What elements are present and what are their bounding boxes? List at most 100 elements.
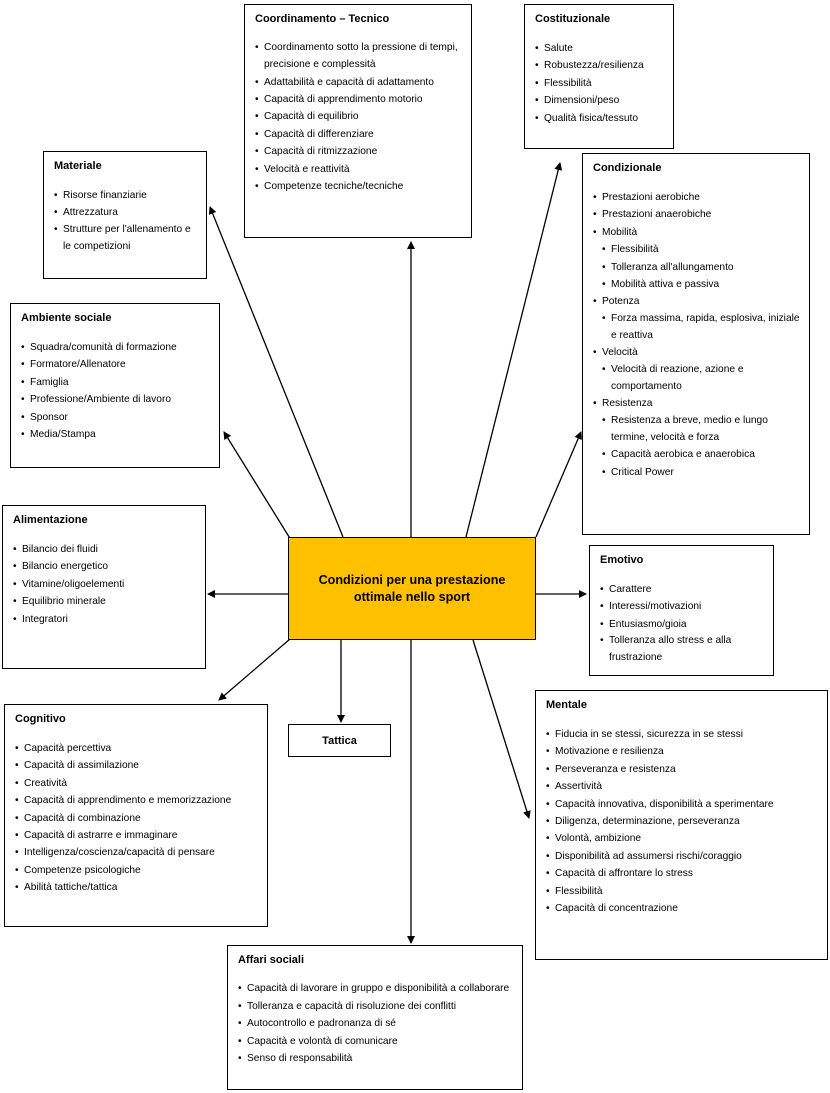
central-title: Condizioni per una prestazione ottimale … <box>318 572 506 604</box>
box-title: Emotivo <box>600 554 644 566</box>
list-item: Tolleranza all'allungamento <box>602 259 801 277</box>
list-item: Critical Power <box>602 464 801 482</box>
list-item: Intelligenza/coscienza/capacità di pensa… <box>15 844 259 862</box>
list-item: Capacità aerobica e anaerobica <box>602 446 801 464</box>
mentale-box: Mentale Fiducia in se stessi, sicurezza … <box>535 690 828 960</box>
arrow-to-condizionale <box>535 431 582 538</box>
costituzionale-box: Costituzionale Salute Robustezza/resilie… <box>524 4 674 149</box>
list-item: Capacità di assimilazione <box>15 757 259 775</box>
list-item: Competenze psicologiche <box>15 862 259 880</box>
list-item: Volontà, ambizione <box>546 830 819 848</box>
box-title: Condizionale <box>593 162 662 174</box>
list-item: Capacità percettiva <box>15 740 259 758</box>
list-item: Senso di responsabilità <box>238 1050 514 1068</box>
list-item: Abilità tattiche/tattica <box>15 879 259 897</box>
list-item: Velocità e reattività <box>255 161 463 179</box>
box-title: Costituzionale <box>535 13 611 25</box>
list-item: Qualità fisica/tessuto <box>535 110 665 128</box>
coordinamento-box: Coordinamento – Tecnico Coordinamento so… <box>244 4 472 238</box>
list-item: Capacità di equilibrio <box>255 108 463 126</box>
tattica-label: Tattica <box>322 734 357 747</box>
list-item: Capacità innovativa, disponibilità a spe… <box>546 796 819 814</box>
list-item: Vitamine/oligoelementi <box>13 576 197 594</box>
list-item: Capacità di apprendimento motorio <box>255 91 463 109</box>
central-node: Condizioni per una prestazione ottimale … <box>288 537 536 640</box>
list-item: Potenza <box>593 293 801 311</box>
list-item: Creatività <box>15 775 259 793</box>
arrow-to-ambiente <box>223 431 292 541</box>
list-item: Capacità e volontà di comunicare <box>238 1033 514 1051</box>
list-item: Capacità di combinazione <box>15 810 259 828</box>
list-item: Capacità di ritmizzazione <box>255 143 463 161</box>
list-item: Flessibilità <box>535 75 665 93</box>
list-item: Capacità di differenziare <box>255 126 463 144</box>
list-item: Prestazioni aerobiche <box>593 189 801 207</box>
list-item: Interessi/motivazioni <box>600 598 765 616</box>
list-item: Competenze tecniche/tecniche <box>255 178 463 196</box>
box-title: Alimentazione <box>13 514 88 526</box>
arrow-to-costituzionale <box>465 162 563 538</box>
list-item: Professione/Ambiente di lavoro <box>21 391 211 409</box>
list-item: Resistenza <box>593 395 801 413</box>
condizionale-box: Condizionale Prestazioni aerobiche Prest… <box>582 153 810 535</box>
list-item: Famiglia <box>21 374 211 392</box>
materiale-box: Materiale Risorse finanziarie Attrezzatu… <box>43 151 207 279</box>
list-item: Velocità di reazione, azione e comportam… <box>602 362 801 396</box>
list-item: Entusiasmo/gioia <box>600 616 765 634</box>
list-item: Tolleranza allo stress e alla frustrazio… <box>600 633 765 667</box>
list-item: Diligenza, determinazione, perseveranza <box>546 813 819 831</box>
list-item: Integratori <box>13 611 197 629</box>
list-item: Autocontrollo e padronanza di sé <box>238 1015 514 1033</box>
list-item: Prestazioni anaerobiche <box>593 206 801 224</box>
list-item: Perseveranza e resistenza <box>546 761 819 779</box>
box-title: Cognitivo <box>15 713 66 725</box>
box-title: Coordinamento – Tecnico <box>255 13 390 25</box>
list-item: Motivazione e resilienza <box>546 743 819 761</box>
list-item: Capacità di apprendimento e memorizzazio… <box>15 792 259 810</box>
emotivo-box: Emotivo Carattere Interessi/motivazioni … <box>589 545 774 676</box>
list-item: Capacità di lavorare in gruppo e disponi… <box>238 981 514 998</box>
list-item: Capacità di astrarre e immaginare <box>15 827 259 845</box>
list-item: Dimensioni/peso <box>535 92 665 110</box>
list-item: Mobilità <box>593 224 801 242</box>
cognitivo-box: Cognitivo Capacità percettiva Capacità d… <box>4 704 268 927</box>
list-item: Flessibilità <box>546 883 819 901</box>
list-item: Capacità di concentrazione <box>546 900 819 918</box>
list-item: Attrezzatura <box>54 204 198 222</box>
list-item: Robustezza/resilienza <box>535 57 665 75</box>
list-item: Disponibilità ad assumersi rischi/coragg… <box>546 848 819 866</box>
list-item: Sponsor <box>21 409 211 427</box>
list-item: Coordinamento sotto la pressione di temp… <box>255 40 463 74</box>
box-title: Ambiente sociale <box>21 312 112 324</box>
list-item: Forza massima, rapida, esplosiva, inizia… <box>602 311 801 345</box>
list-item: Bilancio energetico <box>13 558 197 576</box>
box-title: Materiale <box>54 160 102 172</box>
list-item: Risorse finanziarie <box>54 187 198 205</box>
list-item: Formatore/Allenatore <box>21 356 211 374</box>
list-item: Salute <box>535 40 665 58</box>
affari-sociali-box: Affari sociali Capacità di lavorare in g… <box>227 945 523 1090</box>
list-item: Capacità di affrontare lo stress <box>546 865 819 883</box>
list-item: Flessibilità <box>602 241 801 259</box>
arrow-to-materiale <box>208 206 344 538</box>
list-item: Assertività <box>546 778 819 796</box>
list-item: Mobilità attiva e passiva <box>602 276 801 294</box>
list-item: Fiducia in se stessi, sicurezza in se st… <box>546 726 819 744</box>
arrow-to-mentale <box>472 639 531 819</box>
box-title: Affari sociali <box>238 954 305 966</box>
list-item: Adattabilità e capacità di adattamento <box>255 74 463 92</box>
list-item: Tolleranza e capacità di risoluzione dei… <box>238 998 514 1016</box>
list-item: Bilancio dei fluidi <box>13 541 197 559</box>
list-item: Media/Stampa <box>21 426 211 444</box>
box-title: Mentale <box>546 699 587 711</box>
list-item: Velocità <box>593 344 801 362</box>
alimentazione-box: Alimentazione Bilancio dei fluidi Bilanc… <box>2 505 206 669</box>
tattica-box: Tattica <box>288 724 391 757</box>
list-item: Strutture per l'allenamento e le competi… <box>54 222 198 256</box>
list-item: Squadra/comunità di formazione <box>21 339 211 357</box>
list-item: Carattere <box>600 581 765 599</box>
list-item: Equilibrio minerale <box>13 593 197 611</box>
ambiente-sociale-box: Ambiente sociale Squadra/comunità di for… <box>10 303 220 468</box>
list-item: Resistenza a breve, medio e lungo termin… <box>602 413 801 447</box>
arrow-to-cognitivo <box>218 638 291 701</box>
